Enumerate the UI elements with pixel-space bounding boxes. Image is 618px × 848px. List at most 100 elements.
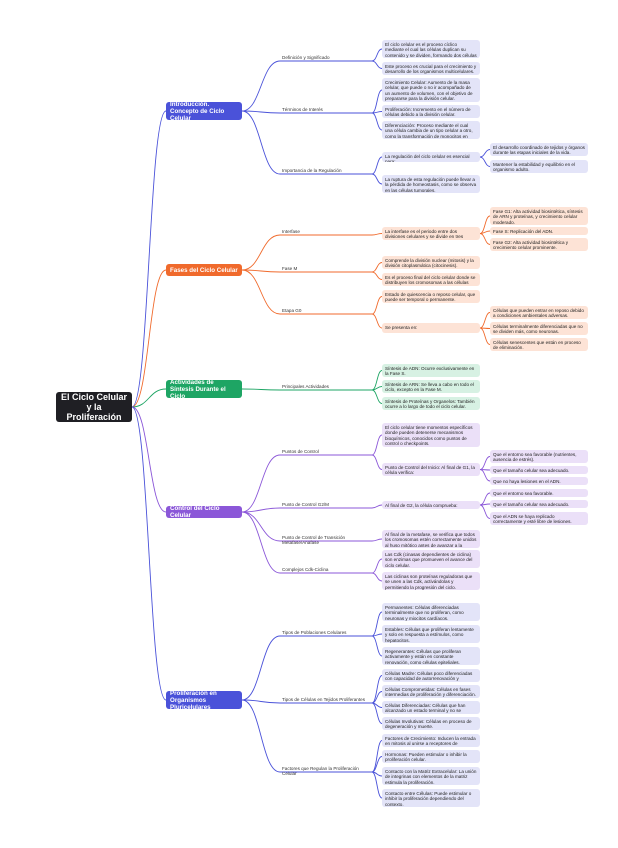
branch-4: Proliferación en Organismos Pluricelular… <box>166 691 242 709</box>
connector <box>241 60 281 112</box>
branch-4-topic-1-item-1: Células Comprometidas: Células en fases … <box>382 685 480 698</box>
connector <box>241 511 281 542</box>
connector <box>371 271 383 280</box>
connector <box>241 234 281 271</box>
connector <box>479 492 491 506</box>
branch-4-topic-1-item-2: Células Diferenciadas: Células que han a… <box>382 701 480 714</box>
connector <box>241 388 281 391</box>
connector <box>371 702 383 724</box>
branch-2-topic-0: Principales Actividades <box>282 384 329 389</box>
connector <box>371 635 383 657</box>
connector <box>479 233 491 245</box>
branch-0-topic-2-item-0: La regulación del ciclo celular es esenc… <box>382 152 480 162</box>
branch-3-topic-0-item-1-sub-2: Que no haya lesiones en el ADN. <box>490 477 588 485</box>
connector <box>371 558 383 574</box>
branch-4-topic-2-item-0: Factores de Crecimiento: Inducen la entr… <box>382 734 480 747</box>
branch-0: Introducción. Concepto de Ciclo Celular <box>166 102 242 120</box>
branch-3-topic-1-item-0: Al final de G2, la célula comprueba: <box>382 501 480 509</box>
connector <box>479 456 491 470</box>
branch-1-topic-2-item-1-sub-2: Células senescentes que están en proceso… <box>490 338 588 351</box>
branch-1-topic-0-item-0-sub-0: Fase G1: Alta actividad biosintética, sí… <box>490 207 588 225</box>
branch-3: Control del Ciclo Celular <box>166 506 242 518</box>
branch-4-topic-1-item-3: Células Involutivas: Células en proceso … <box>382 717 480 730</box>
branch-0-topic-1: Términos de Interés <box>282 107 323 112</box>
branch-4-topic-1-item-0: Células Madre: Células poco diferenciada… <box>382 669 480 682</box>
branch-4-topic-2-item-1: Hormonas: Pueden estimular o inhibir la … <box>382 750 480 763</box>
branch-4-topic-0: Tipos de Poblaciones Celulares <box>282 630 347 635</box>
branch-0-topic-2: Importancia de la Regulación <box>282 168 342 173</box>
connector <box>479 504 491 519</box>
connector <box>241 269 281 273</box>
branch-4-topic-0-item-2: Regenerantes: Células que proliferan act… <box>382 647 480 665</box>
connector <box>371 370 383 391</box>
branch-4-topic-0-item-0: Permanentes: Células diferenciadas termi… <box>382 603 480 621</box>
connector <box>371 756 383 773</box>
connector <box>241 511 281 574</box>
connector <box>241 507 281 513</box>
connector <box>371 233 383 236</box>
branch-3-topic-1-item-0-sub-1: Que el tamaño celular sea adecuado. <box>490 500 588 508</box>
branch-0-topic-1-item-1: Proliferación: Incremento en el número d… <box>382 105 480 118</box>
branch-1-topic-2-item-1-sub-1: Células terminalmente diferenciadas que … <box>490 322 588 335</box>
connector <box>241 699 281 704</box>
branch-3-topic-3-item-0: Las Cdk (cinasas dependientes de ciclina… <box>382 550 480 568</box>
branch-1-topic-0: Interfase <box>282 229 300 234</box>
branch-0-topic-1-item-2: Diferenciación: Proceso mediante el cual… <box>382 121 480 139</box>
branch-2-topic-0-item-0: Síntesis de ADN: Ocurre exclusivamente e… <box>382 364 480 377</box>
connector <box>371 173 383 185</box>
branch-1-topic-1: Fase M <box>282 266 298 271</box>
branch-3-topic-2: Punto de Control de Transición Metafase/… <box>282 535 346 546</box>
connector <box>131 406 167 513</box>
branch-3-topic-1: Punto de Control G2/M <box>282 502 329 507</box>
branch-0-topic-2-item-0-sub-1: Mantener la estabilidad y equilibrio en … <box>490 160 588 173</box>
branch-3-topic-3: Complejos Cdk-Ciclina <box>282 567 329 572</box>
connector <box>371 633 383 637</box>
connector <box>371 112 383 131</box>
connector <box>371 313 383 329</box>
branch-3-topic-3-item-1: Las ciclinas son proteínas reguladoras q… <box>382 572 480 590</box>
connector <box>479 149 491 158</box>
connector <box>479 469 491 482</box>
branch-3-topic-0-item-1-sub-1: Que el tamaño celular sea adecuado. <box>490 466 588 474</box>
connector <box>479 156 491 167</box>
connector <box>371 60 383 69</box>
branch-2: Actividades de Síntesis Durante el Ciclo <box>166 380 242 398</box>
connector <box>371 611 383 637</box>
connector <box>371 89 383 114</box>
connector <box>371 386 383 391</box>
branch-3-topic-1-item-0-sub-0: Que el entorno sea favorable. <box>490 489 588 497</box>
connector <box>371 454 383 470</box>
branch-1-topic-1-item-1: Es el proceso final del ciclo celular do… <box>382 273 480 286</box>
connector <box>371 504 383 509</box>
branch-0-topic-0-item-0: El ciclo celular es el proceso cíclico m… <box>382 40 480 58</box>
connector <box>371 156 383 175</box>
branch-1-topic-2: Etapa G0 <box>282 308 302 313</box>
branch-1-topic-1-item-0: Comprende la división nuclear (mitosis) … <box>382 256 480 269</box>
branch-2-topic-0-item-1: Síntesis de ARN: Se lleva a cabo en todo… <box>382 380 480 393</box>
branch-1-topic-2-item-1: Se presenta en: <box>382 323 480 333</box>
branch-1-topic-0-item-0-sub-2: Fase G2: Alta actividad biosintética y c… <box>490 238 588 251</box>
branch-1-topic-2-item-0: Estado de quiescencia o reposo celular, … <box>382 290 480 303</box>
branch-0-topic-1-item-0: Crecimiento Celular: Aumento de la masa … <box>382 78 480 102</box>
branch-4-topic-2: Factores que Regulan la Proliferación Ce… <box>282 766 359 777</box>
branch-1-topic-0-item-0-sub-1: Fase S: Replicación del ADN. <box>490 227 588 235</box>
branch-3-topic-0-item-0: El ciclo celular tiene momentos específi… <box>382 423 480 447</box>
connector <box>371 389 383 404</box>
connector <box>371 572 383 582</box>
root-topic: El Ciclo Celular y la Proliferación <box>56 392 132 422</box>
connector <box>371 434 383 456</box>
connector <box>479 327 491 345</box>
connector <box>371 296 383 315</box>
connector <box>241 110 281 175</box>
connector <box>479 312 491 329</box>
connector <box>131 110 167 408</box>
branch-3-topic-0-item-1: Punto de Control del Inicio: Al final de… <box>382 463 480 476</box>
branch-1: Fases del Ciclo Celular <box>166 264 242 276</box>
connector <box>371 771 383 799</box>
connector <box>241 269 281 315</box>
connector <box>241 699 281 773</box>
branch-4-topic-2-item-3: Contacto entre Células: Puede estimular … <box>382 789 480 807</box>
connector <box>371 740 383 773</box>
